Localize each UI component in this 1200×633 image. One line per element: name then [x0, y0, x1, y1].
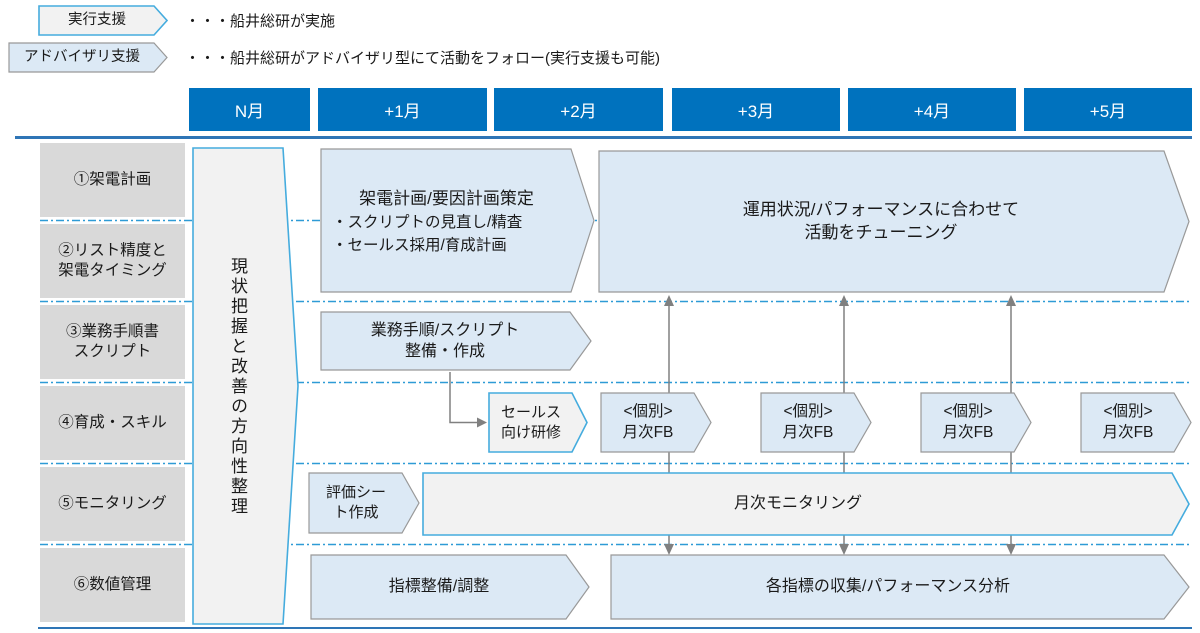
- metrics-setup-label: 指標整備/調整: [388, 578, 490, 596]
- monthly-fb-label: <個別> 月次FB: [942, 403, 994, 441]
- procedure-to-training-elbow-arrow: [449, 372, 487, 428]
- monthly-monitoring-label: 月次モニタリング: [733, 495, 862, 513]
- monthly-fb-label: <個別> 月次FB: [782, 403, 834, 441]
- month-header-5: +5月: [1024, 88, 1192, 131]
- arrow-shape: [8, 42, 168, 73]
- sales-training-box: セールス 向け研修: [488, 392, 588, 453]
- metrics-analysis-label: 各指標の収集/パフォーマンス分析: [765, 578, 1011, 596]
- overview-label: 現状把握と改善の方向性整理: [228, 257, 247, 517]
- monthly-fb-box-1: <個別> 月次FB: [600, 392, 712, 453]
- month-header-3: +3月: [672, 88, 840, 131]
- call-plan-bullet-1: ・スクリプトの見直し/精査: [332, 214, 523, 232]
- month-header-1: +1月: [318, 88, 487, 131]
- arrow-shape: [610, 554, 1190, 620]
- procedure-box: 業務手順/スクリプト 整備・作成: [320, 311, 592, 371]
- overview-arrow-shape: [192, 147, 299, 625]
- legend-exec-label: 実行支援: [68, 11, 126, 28]
- row-label-call-plan: ①架電計画: [40, 143, 185, 217]
- legend-advisory-box: アドバイザリ支援: [8, 42, 168, 73]
- arrow-shape: [1080, 392, 1192, 453]
- monthly-fb-label: <個別> 月次FB: [1102, 403, 1154, 441]
- monthly-fb-box-3: <個別> 月次FB: [920, 392, 1032, 453]
- row-label-procedure: ③業務手順書 スクリプト: [40, 305, 185, 379]
- header-rule: [15, 136, 1192, 139]
- arrow-shape: [920, 392, 1032, 453]
- monthly-fb-box-2: <個別> 月次FB: [760, 392, 872, 453]
- legend-exec-desc: ・・・船井総研が実施: [185, 13, 336, 30]
- arrow-shape: [38, 5, 168, 36]
- eval-sheet-label: 評価シー ト作成: [325, 484, 386, 521]
- arrow-shape: [600, 392, 712, 453]
- metrics-analysis-box: 各指標の収集/パフォーマンス分析: [610, 554, 1190, 620]
- legend-exec-box: 実行支援: [38, 5, 168, 36]
- arrow-shape: [320, 311, 592, 371]
- call-plan-box: 架電計画/要因計画策定 ・スクリプトの見直し/精査 ・セールス採用/育成計画: [320, 148, 595, 293]
- eval-sheet-box: 評価シー ト作成: [308, 472, 420, 534]
- monthly-monitoring-box: 月次モニタリング: [422, 472, 1190, 536]
- arrow-shape: [308, 472, 420, 534]
- arrow-shape: [310, 554, 590, 620]
- metrics-setup-box: 指標整備/調整: [310, 554, 590, 620]
- call-plan-text: 架電計画/要因計画策定 ・スクリプトの見直し/精査 ・セールス採用/育成計画: [320, 184, 595, 257]
- arrow-shape: [760, 392, 872, 453]
- month-header-2: +2月: [494, 88, 663, 131]
- monthly-fb-label: <個別> 月次FB: [622, 403, 674, 441]
- row-label-monitoring: ⑤モニタリング: [40, 467, 185, 541]
- current-state-overview-shape: 現状把握と改善の方向性整理: [192, 147, 300, 627]
- arrow-shape: [488, 392, 588, 453]
- arrow-shape: [320, 148, 595, 293]
- tuning-box: 運用状況/パフォーマンスに合わせて 活動をチューニング: [598, 150, 1190, 293]
- call-plan-bullet-2: ・セールス採用/育成計画: [332, 236, 507, 254]
- legend-advisory-desc: ・・・船井総研がアドバイザリ型にて活動をフォロー(実行支援も可能): [185, 50, 660, 67]
- arrow-shape: [422, 472, 1190, 536]
- procedure-label: 業務手順/スクリプト 整備・作成: [370, 321, 520, 360]
- tuning-label: 運用状況/パフォーマンスに合わせて 活動をチューニング: [742, 200, 1020, 242]
- call-plan-title: 架電計画/要因計画策定: [359, 189, 534, 209]
- row-label-training: ④育成・スキル: [40, 386, 185, 460]
- bottom-rule: [38, 627, 1192, 629]
- row-label-list-timing: ②リスト精度と 架電タイミング: [40, 224, 185, 298]
- arrow-shape: [598, 150, 1190, 293]
- sales-training-label: セールス 向け研修: [500, 403, 561, 441]
- row-label-metrics: ⑥数値管理: [40, 548, 185, 622]
- month-header-n: N月: [189, 88, 310, 131]
- monthly-fb-box-4: <個別> 月次FB: [1080, 392, 1192, 453]
- month-header-4: +4月: [848, 88, 1016, 131]
- legend-advisory-label: アドバイザリ支援: [24, 48, 140, 65]
